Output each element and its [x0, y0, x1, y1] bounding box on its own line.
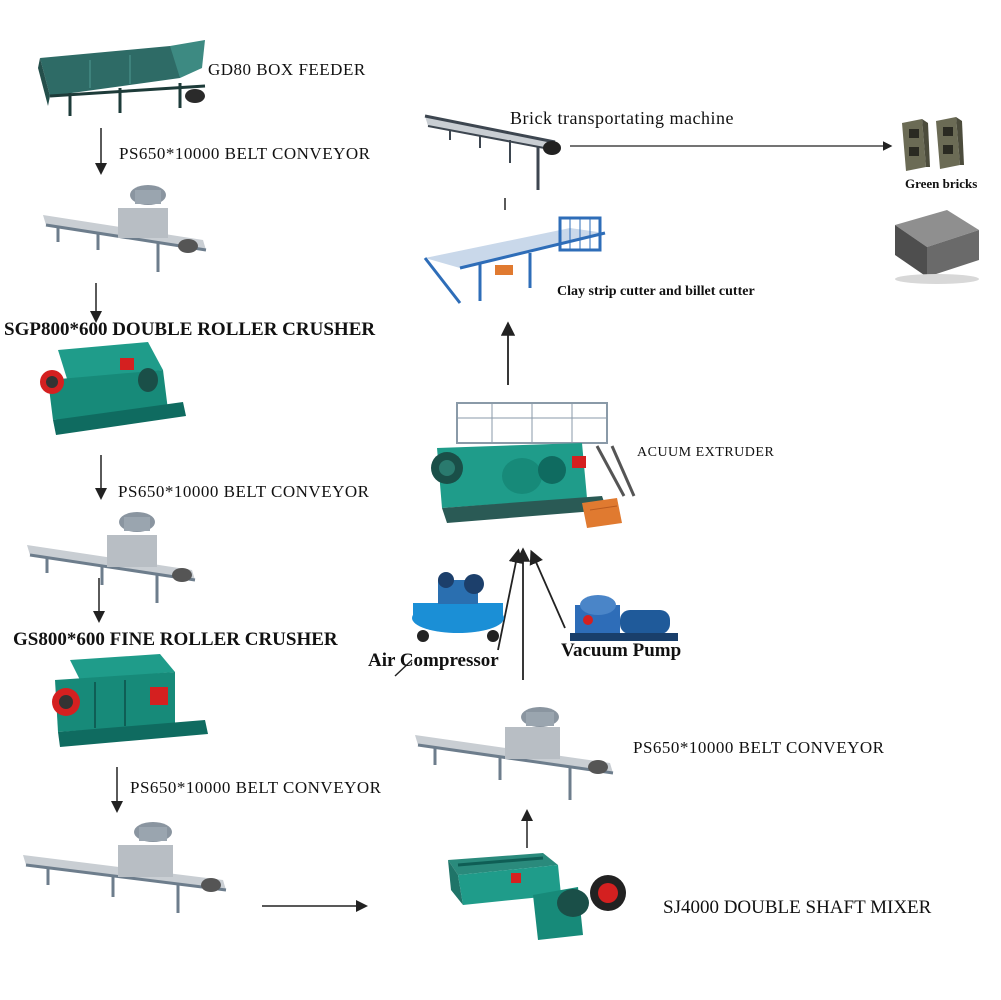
double-shaft-mixer-illustration: [448, 853, 626, 940]
strip-cutter-label: Clay strip cutter and billet cutter: [557, 284, 755, 299]
belt-conveyor-3-illustration: [23, 822, 227, 913]
belt-conveyor-3-label: PS650*10000 BELT CONVEYOR: [130, 778, 382, 797]
green-bricks-illustration: [902, 117, 964, 171]
fine-roller-crusher-label: GS800*600 FINE ROLLER CRUSHER: [13, 629, 338, 650]
arrow-compressor-line: [394, 659, 413, 677]
fine-roller-crusher-illustration: [52, 654, 208, 747]
box-feeder-label: GD80 BOX FEEDER: [208, 60, 366, 79]
belt-conveyor-1-label: PS650*10000 BELT CONVEYOR: [119, 144, 371, 163]
strip-cutter-illustration: [423, 216, 606, 304]
vacuum-pump-label: Vacuum Pump: [561, 640, 682, 661]
belt-conveyor-4-label: PS650*10000 BELT CONVEYOR: [633, 738, 885, 757]
vacuum-pump-illustration: [570, 595, 678, 641]
solid-brick-illustration: [895, 210, 979, 284]
arrow-compressor-to-extruder: [497, 548, 523, 651]
double-roller-crusher-illustration: [40, 342, 186, 435]
air-compressor-label: Air Compressor: [368, 650, 499, 671]
vacuum-extruder-label: ACUUM EXTRUDER: [637, 445, 775, 460]
belt-conveyor-2-illustration: [27, 512, 196, 603]
mixer-label: SJ4000 DOUBLE SHAFT MIXER: [663, 897, 932, 918]
belt-conveyor-1-illustration: [43, 185, 207, 272]
belt-conveyor-2-label: PS650*10000 BELT CONVEYOR: [118, 482, 370, 501]
brick-transport-label: Brick transportating machine: [510, 108, 734, 128]
vacuum-extruder-illustration: [431, 402, 636, 528]
green-bricks-label: Green bricks: [905, 176, 978, 191]
box-feeder-illustration: [38, 40, 206, 116]
double-roller-crusher-label: SGP800*600 DOUBLE ROLLER CRUSHER: [4, 319, 376, 340]
belt-conveyor-4-illustration: [415, 707, 614, 800]
air-compressor-illustration: [412, 572, 504, 642]
arrow-pump-to-extruder: [529, 549, 566, 629]
brick-transport-illustration: [424, 114, 561, 190]
